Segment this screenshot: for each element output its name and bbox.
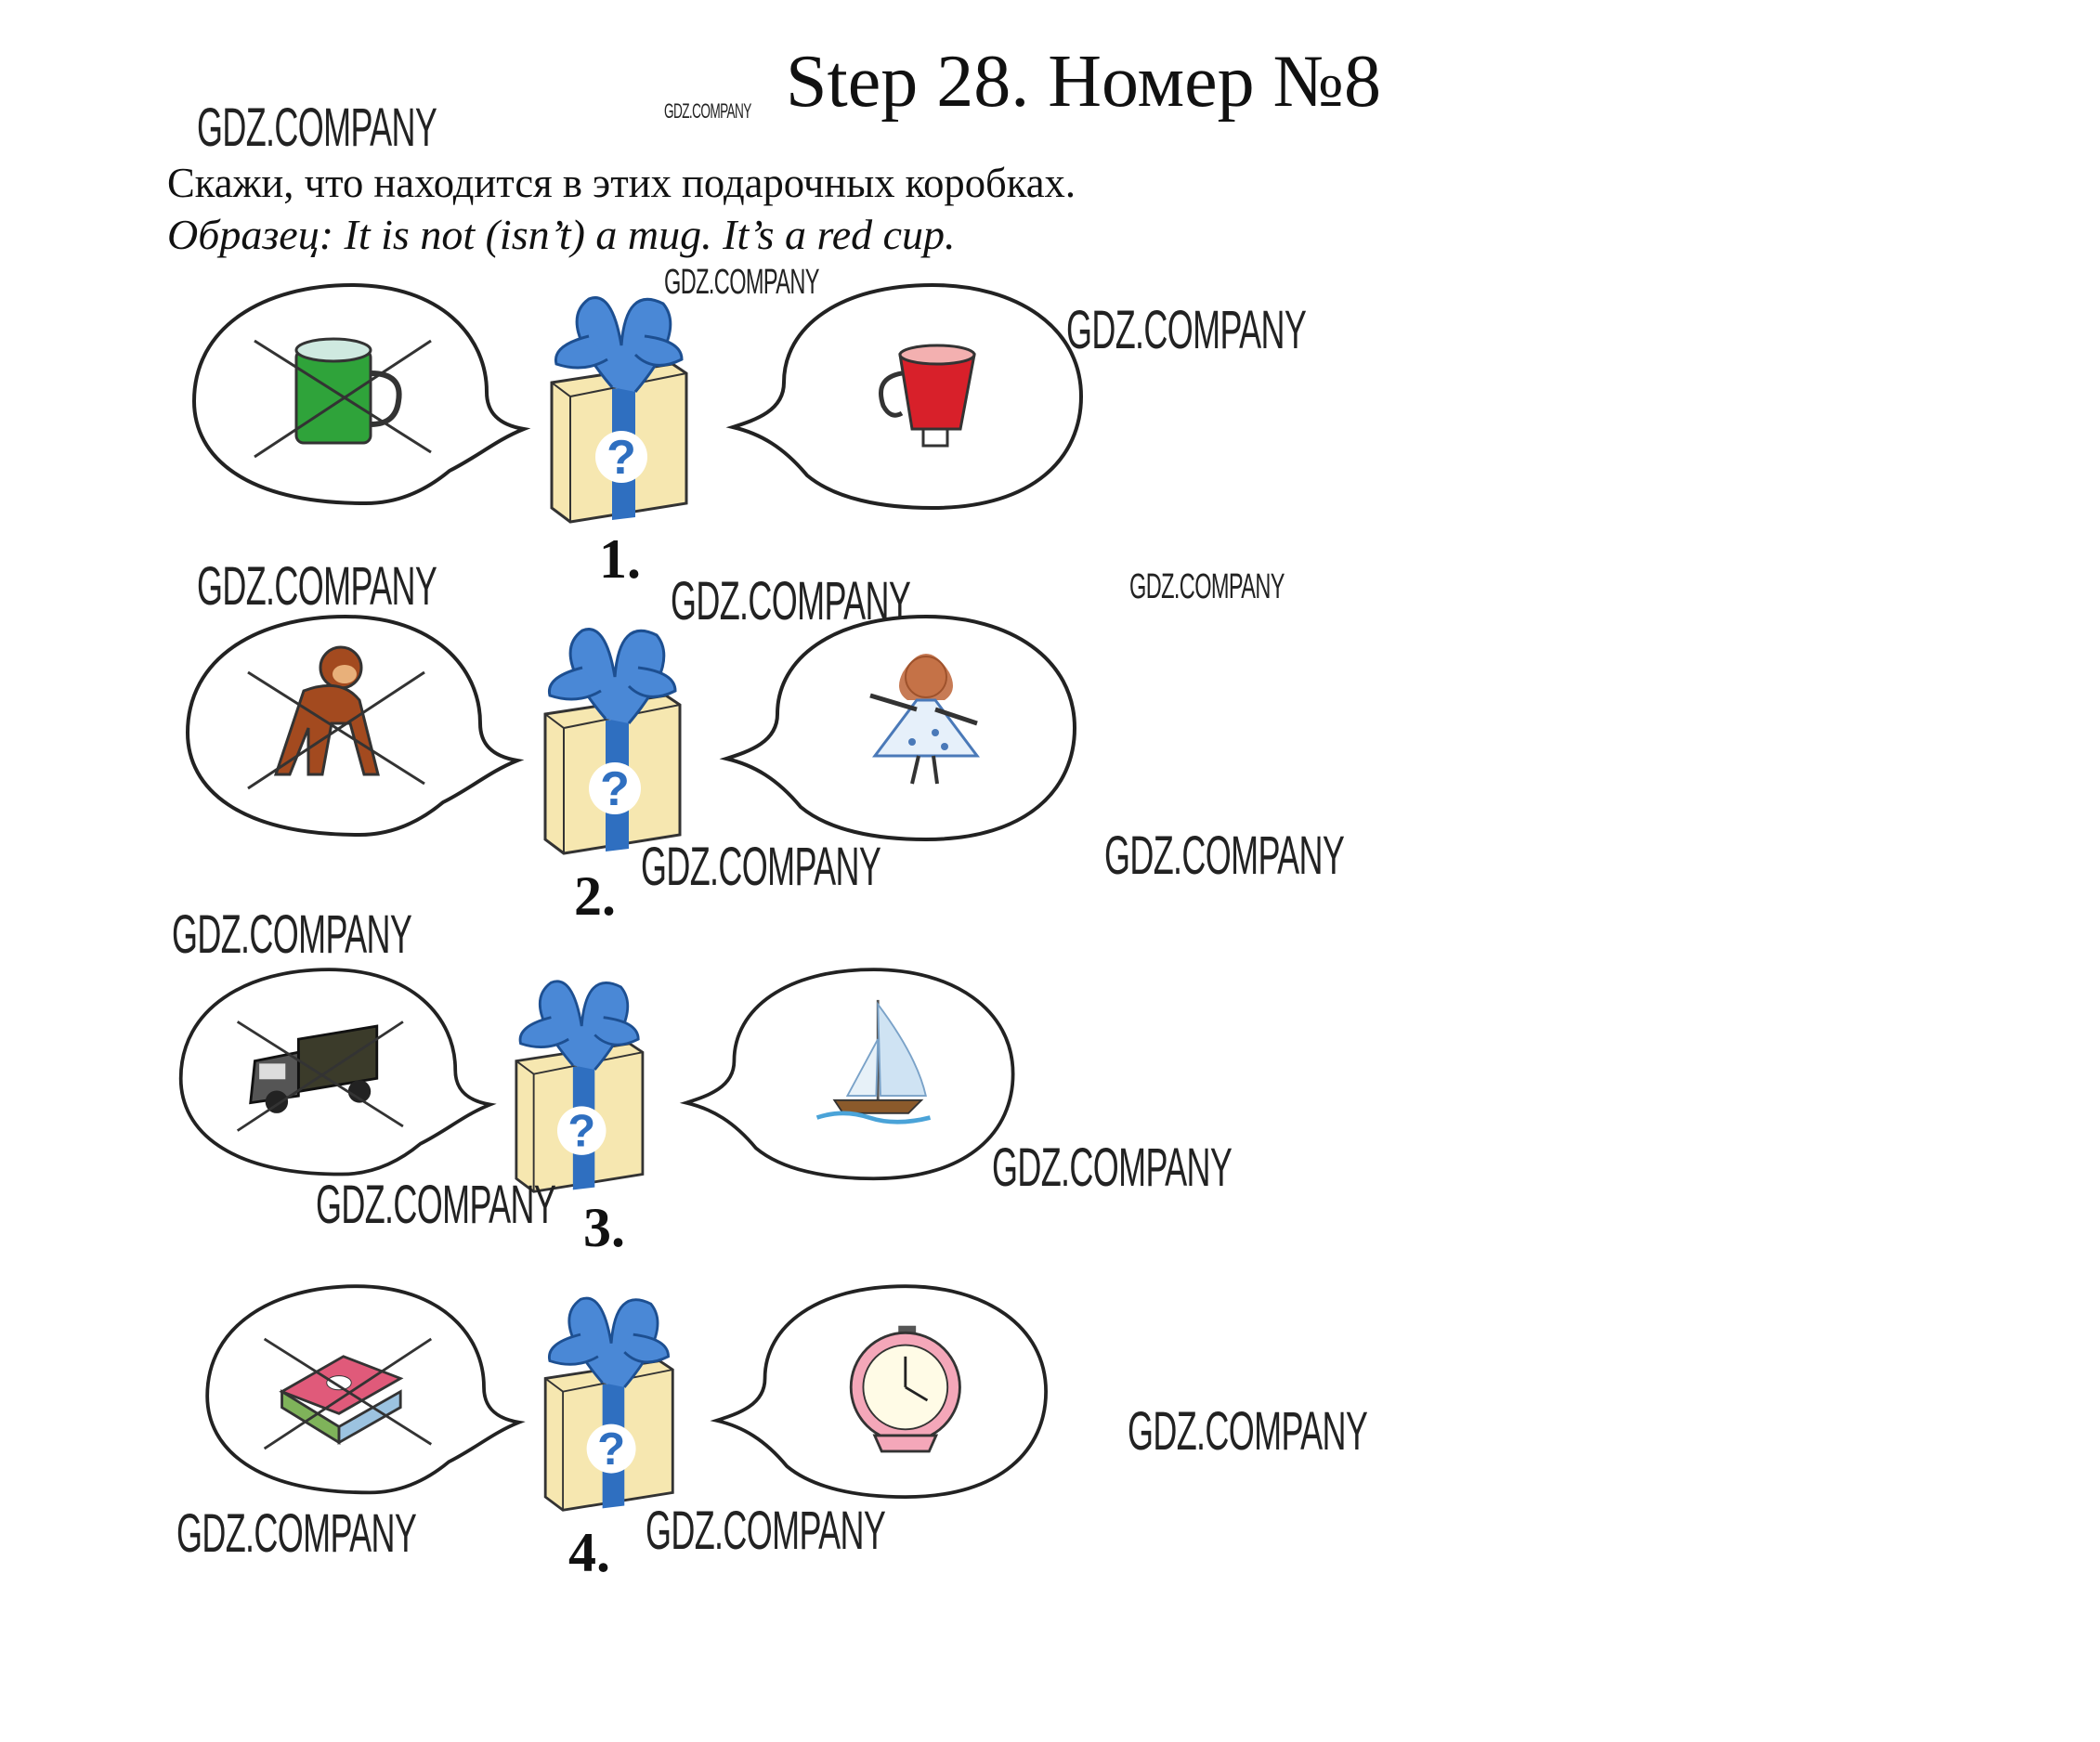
watermark: GDZ.COMPANY <box>197 98 437 158</box>
page-title: Step 28. Номер №8 <box>786 41 1381 123</box>
exercise-row-1: ? <box>189 271 1090 531</box>
sailboat-icon <box>815 999 932 1124</box>
svg-text:?: ? <box>607 431 636 485</box>
watermark: GDZ.COMPANY <box>664 99 751 123</box>
row-number-2: 2. <box>574 865 616 927</box>
cross-out-mark <box>263 1337 433 1450</box>
doll-icon <box>869 654 980 785</box>
truck-icon <box>249 1024 379 1113</box>
monkey-icon <box>273 645 380 776</box>
exercise-illustration: ? <box>191 282 1084 524</box>
row-number-3: 3. <box>583 1197 625 1258</box>
watermark: GDZ.COMPANY <box>1129 567 1285 606</box>
task-instruction: Скажи, что находится в этих подарочных к… <box>167 159 1076 206</box>
watermark: GDZ.COMPANY <box>646 1501 886 1561</box>
gift-box-icon: ? <box>543 628 682 855</box>
watermark: GDZ.COMPANY <box>316 1175 556 1235</box>
row-number-1: 1. <box>599 528 641 590</box>
svg-text:?: ? <box>597 1424 625 1475</box>
watermark: GDZ.COMPANY <box>641 837 881 897</box>
watermark: GDZ.COMPANY <box>1066 300 1307 360</box>
row-number-4: 4. <box>568 1522 610 1583</box>
task-sample: Образец: It is not (isn’t) a mug. It’s a… <box>167 211 956 258</box>
cross-out-mark <box>254 339 432 459</box>
gift-box-icon: ? <box>550 296 688 524</box>
exercise-illustration: ? <box>178 968 1015 1193</box>
exercise-row-2: ? <box>183 603 1084 863</box>
alarm-clock-icon <box>849 1325 961 1453</box>
gift-box-icon: ? <box>543 1296 674 1512</box>
right-speech-bubble <box>679 968 1015 1181</box>
watermark: GDZ.COMPANY <box>1128 1401 1368 1462</box>
exercise-row-4: ? <box>183 1273 1075 1519</box>
exercise-illustration: ? <box>205 1284 1048 1512</box>
watermark: GDZ.COMPANY <box>664 263 819 302</box>
watermark: GDZ.COMPANY <box>197 556 437 617</box>
green-mug-icon <box>294 337 402 445</box>
watermark: GDZ.COMPANY <box>172 904 412 965</box>
gift-box-icon: ? <box>515 980 645 1193</box>
watermark: GDZ.COMPANY <box>176 1503 417 1564</box>
exercise-illustration: ? <box>185 614 1077 855</box>
watermark: GDZ.COMPANY <box>992 1138 1233 1198</box>
watermark: GDZ.COMPANY <box>1104 826 1345 886</box>
exercise-row-3: ? <box>176 956 1022 1202</box>
cross-out-mark <box>236 1020 404 1132</box>
svg-text:?: ? <box>567 1107 595 1157</box>
red-cup-icon <box>879 344 976 448</box>
watermark: GDZ.COMPANY <box>671 571 911 631</box>
svg-text:?: ? <box>600 762 630 816</box>
cross-out-mark <box>247 670 425 790</box>
